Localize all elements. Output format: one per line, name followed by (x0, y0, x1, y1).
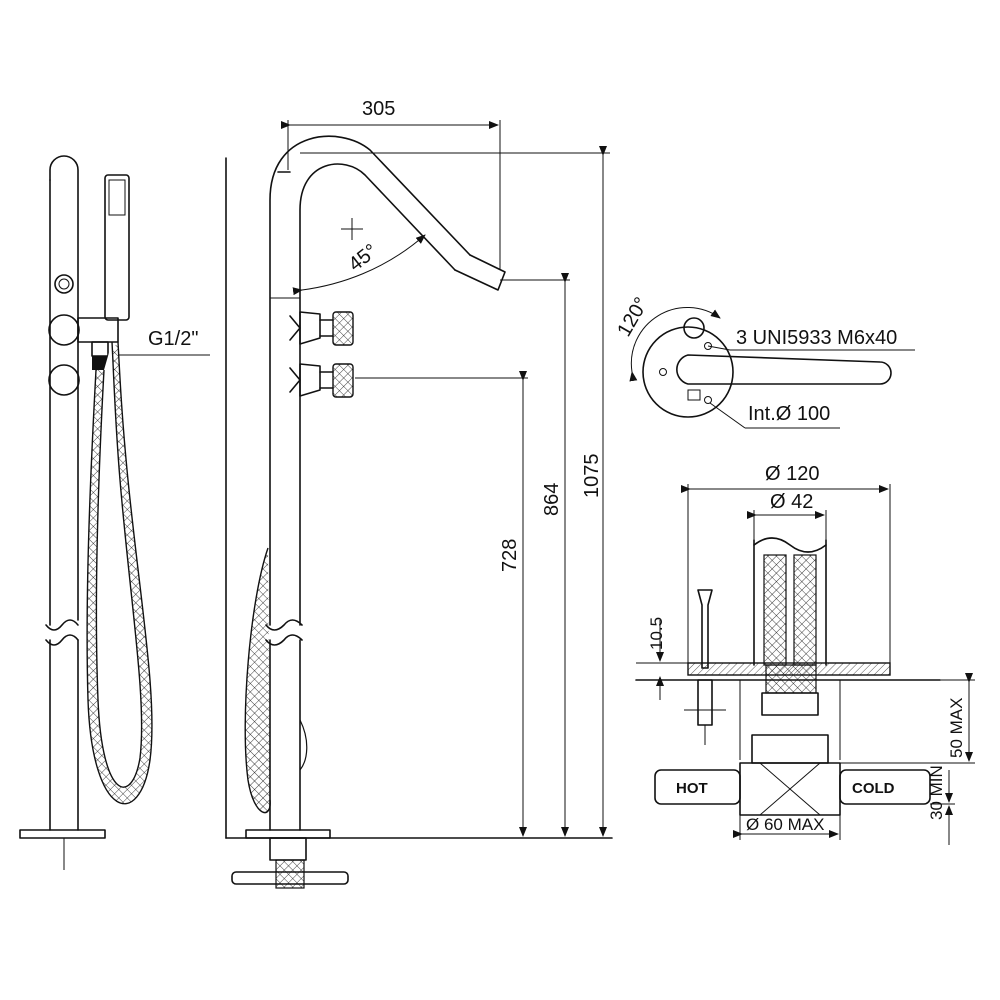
section-view: Ø 120 Ø 42 HOT COLD Ø 60 MAX (635, 463, 975, 845)
dim-305: 305 (362, 98, 395, 120)
knob-bottom (332, 363, 354, 398)
plan-base-circle (642, 326, 734, 418)
valve-body-top (299, 311, 321, 345)
spout-outlet (454, 254, 506, 291)
side-base-plate (19, 829, 106, 839)
side-view: G1/2" (19, 155, 210, 870)
plan-view: 120° 3 UNI5933 M6x40 Int.Ø 100 (613, 294, 915, 429)
front-base-fitting (269, 837, 307, 861)
section-tube (753, 539, 827, 666)
front-hose (244, 547, 271, 814)
dim-riser-max: 50 MAX (947, 698, 966, 758)
screws-label: 3 UNI5933 M6x40 (736, 327, 897, 349)
dim-pipe-min: 30 MIN (927, 765, 946, 820)
dim-base-diameter: Ø 120 (765, 463, 819, 485)
plan-lever (676, 354, 892, 385)
dim-864: 864 (541, 483, 563, 516)
dim-1075: 1075 (581, 454, 603, 499)
front-view: 305 45° 1075 864 728 (225, 98, 613, 889)
cold-pipe (839, 769, 931, 805)
interaxis-label: Int.Ø 100 (748, 403, 830, 425)
hot-label: HOT (676, 780, 708, 797)
side-handshower (104, 174, 130, 321)
section-screw (697, 589, 713, 669)
thread-label: G1/2" (148, 328, 198, 350)
side-hose-connector (91, 341, 109, 357)
side-diverter (54, 274, 74, 294)
side-column (49, 155, 79, 621)
side-knob-bottom (48, 364, 80, 396)
dim-728: 728 (499, 539, 521, 572)
spout-tube (269, 135, 471, 626)
dim-fitting-diameter: Ø 60 MAX (746, 815, 824, 834)
side-handshower-holder (77, 317, 119, 343)
dim-plate-thickness: 10.5 (647, 617, 666, 650)
dim-tube-diameter: Ø 42 (770, 491, 813, 513)
cold-label: COLD (852, 780, 895, 797)
valve-body-bottom (299, 363, 321, 397)
hot-pipe (654, 769, 741, 805)
front-base-plate (245, 829, 331, 839)
dim-45-angle: 45° (345, 240, 382, 276)
knob-top (332, 311, 354, 346)
front-supply-pipe (231, 871, 349, 885)
dim-120-angle: 120° (613, 294, 653, 341)
section-riser (751, 734, 829, 764)
side-knob-top (48, 314, 80, 346)
